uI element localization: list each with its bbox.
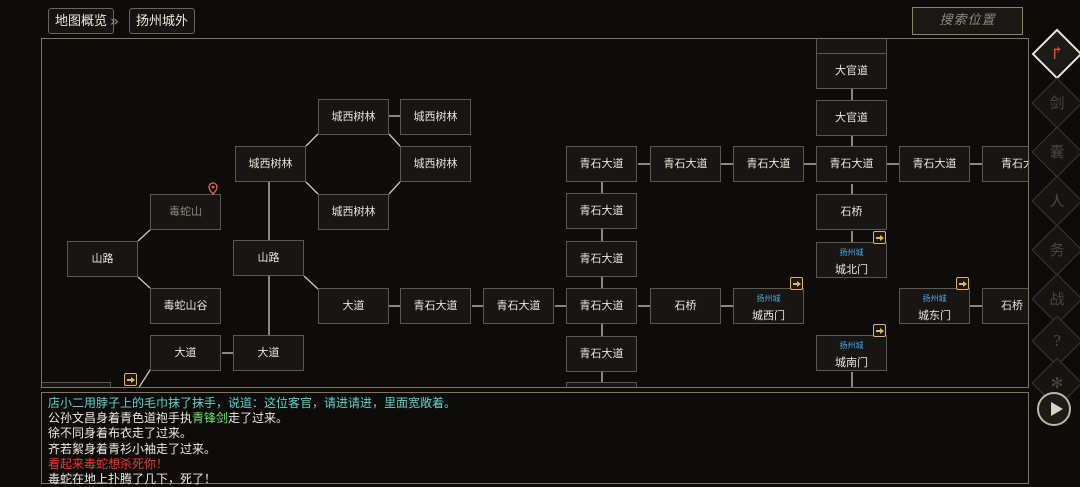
- map-node-chengxi-shulin[interactable]: 城西树林: [400, 146, 471, 182]
- log-line: 毒蛇在地上扑腾了几下，死了！: [48, 472, 217, 487]
- gate-name: 城西门: [752, 309, 785, 322]
- city-name: 扬州城: [756, 294, 781, 303]
- city-name: 扬州城: [839, 248, 864, 257]
- location-pin-icon: [208, 182, 218, 195]
- map-panel: 大官道 大官道 城西树林 城西树林 城西树林 城西树林 城西树林 毒蛇山 山路 …: [41, 38, 1029, 388]
- map-connections: [137, 39, 982, 387]
- map-node-qingshi-dadao-partial[interactable]: 青石大: [982, 146, 1028, 182]
- map-node-qingshi-dadao[interactable]: 青石大道: [566, 241, 637, 277]
- breadcrumb-separator-icon: »: [110, 12, 120, 30]
- map-node-qingshi-dadao[interactable]: 青石大道: [483, 288, 554, 324]
- log-line: 看起来毒蛇想杀死你！: [48, 456, 169, 471]
- enter-icon[interactable]: [956, 277, 969, 290]
- map-node-qingshi-dadao[interactable]: 青石大道: [733, 146, 804, 182]
- settings-icon: ✻: [1050, 374, 1064, 392]
- item-link[interactable]: 青锋剑: [192, 411, 229, 426]
- breadcrumb-current-area[interactable]: 扬州城外: [129, 8, 196, 34]
- map-node-qingshi-dadao[interactable]: 青石大道: [899, 146, 970, 182]
- map-node-shiqiao[interactable]: 石桥: [650, 288, 721, 324]
- search-input[interactable]: 搜索位置: [912, 7, 1023, 35]
- map-node-shiqiao[interactable]: 石桥: [816, 194, 887, 230]
- map-node-shanlu[interactable]: 山路: [67, 241, 138, 277]
- map-node-dadao[interactable]: 大道: [150, 335, 221, 371]
- map-node-qingshi-dadao[interactable]: 青石大道: [566, 146, 637, 182]
- quest-icon: 务: [1049, 241, 1065, 259]
- gate-name: 城北门: [835, 263, 868, 276]
- city-name: 扬州城: [839, 341, 864, 350]
- side-toolbar: ↱ 剑 囊 人 务 战 ? ✻: [1031, 28, 1080, 486]
- share-arrow-icon: ↱: [1049, 43, 1065, 64]
- breadcrumb-map-overview[interactable]: 地图概览: [48, 8, 115, 34]
- enter-icon[interactable]: [790, 277, 803, 290]
- map-node-dushe-shan-current[interactable]: 毒蛇山: [150, 194, 221, 230]
- city-name: 扬州城: [922, 294, 947, 303]
- log-line: 徐不同身着布衣走了过来。: [48, 426, 193, 441]
- map-node-dadao[interactable]: 大道: [233, 335, 304, 371]
- map-node-chengxi-shulin[interactable]: 城西树林: [318, 194, 389, 230]
- sword-skill-icon: 剑: [1049, 94, 1065, 112]
- log-line: 店小二用脖子上的毛巾抹了抹手，说道：这位客官，请进请进，里面宽敞着。: [48, 396, 457, 410]
- map-node-qingshi-dadao[interactable]: 青石大道: [400, 288, 471, 324]
- log-line: 齐若絮身着青衫小袖走了过来。: [48, 441, 217, 456]
- map-node-bottom-edge[interactable]: [42, 382, 111, 387]
- character-icon: 人: [1049, 192, 1065, 210]
- help-icon: ?: [1052, 332, 1062, 350]
- log-line: 公孙文昌身着青色道袍手执青锋剑走了过来。: [48, 411, 289, 426]
- map-node-da-guan-dao[interactable]: 大官道: [816, 53, 887, 89]
- enter-icon[interactable]: [873, 324, 886, 337]
- message-log: 店小二用脖子上的毛巾抹了抹手，说道：这位客官，请进请进，里面宽敞着。 公孙文昌身…: [41, 392, 1029, 487]
- map-node-chengxi-shulin[interactable]: 城西树林: [235, 146, 306, 182]
- map-node-shiqiao-partial[interactable]: 石桥: [982, 288, 1028, 324]
- enter-icon[interactable]: [873, 231, 886, 244]
- map-node-chengxi-shulin[interactable]: 城西树林: [400, 99, 471, 135]
- map-node-city-east-gate[interactable]: 扬州城 城东门: [899, 288, 970, 324]
- map-node-city-north-gate[interactable]: 扬州城 城北门: [816, 242, 887, 278]
- map-node-qingshi-dadao[interactable]: 青石大道: [816, 146, 887, 182]
- map-node-shanlu[interactable]: 山路: [233, 240, 304, 276]
- breadcrumb: 地图概览 » 扬州城外 搜索位置: [40, 3, 1030, 37]
- gate-name: 城南门: [835, 356, 868, 369]
- map-node-city-south-gate[interactable]: 扬州城 城南门: [816, 335, 887, 371]
- map-node-qingshi-dadao[interactable]: 青石大道: [650, 146, 721, 182]
- map-node-qingshi-dadao[interactable]: 青石大道: [566, 288, 637, 324]
- map-node-da-guan-dao[interactable]: 大官道: [816, 100, 887, 136]
- map-node-qingshi-dadao[interactable]: 青石大道: [566, 336, 637, 372]
- map-node-dadao[interactable]: 大道: [318, 288, 389, 324]
- map-node-dushe-shangu[interactable]: 毒蛇山谷: [150, 288, 221, 324]
- map-node-city-west-gate[interactable]: 扬州城 城西门: [733, 288, 804, 324]
- map-node-chengxi-shulin[interactable]: 城西树林: [318, 99, 389, 135]
- map-node-qingshi-dadao[interactable]: 青石大道: [566, 193, 637, 229]
- gate-name: 城东门: [918, 309, 951, 322]
- map-node-bottom-edge[interactable]: [566, 382, 637, 387]
- enter-icon[interactable]: [124, 373, 137, 386]
- inventory-icon: 囊: [1049, 143, 1065, 161]
- play-button[interactable]: [1037, 392, 1071, 426]
- fight-icon: 战: [1049, 290, 1065, 308]
